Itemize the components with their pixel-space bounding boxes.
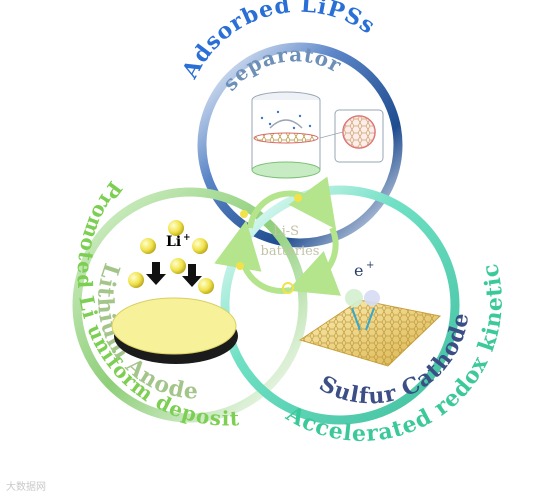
sulfur-cathode-illustration: e +: [298, 260, 442, 367]
down-arrow-icon: [182, 264, 202, 287]
li-ion-charge: +: [183, 233, 191, 243]
sulfur-dot: [240, 210, 248, 218]
down-arrow-icon: [146, 262, 166, 285]
catalysis-arrow-icon: [351, 307, 375, 331]
center-label-line2: batteries: [261, 244, 320, 259]
li-ion-ball: [128, 272, 144, 288]
li-ion-ball: [168, 220, 184, 236]
sulfur-dot: [236, 262, 244, 270]
cathode-ring: [220, 185, 460, 425]
li-ion-ball: [170, 258, 186, 274]
sulfur-gear-icon: [282, 282, 294, 294]
li-ion-ball: [192, 238, 208, 254]
sulfur-dot: [294, 194, 302, 202]
watermark: 大数据网: [6, 482, 46, 493]
top-arc-label: Adsorbed LiPSs: [177, 0, 381, 84]
lithium-anode-illustration: Li +: [111, 220, 238, 364]
anode-ring: [72, 187, 308, 423]
separator-label: separator: [218, 42, 346, 95]
li-ion-ball: [198, 278, 214, 294]
li-s-cycle: Li-S batteries: [214, 176, 342, 296]
li-ion-label: Li: [166, 234, 181, 250]
center-label-line1: Li-S: [273, 224, 299, 239]
separator-inset: [319, 109, 384, 163]
polysulfide-sphere: [364, 290, 380, 306]
polysulfide-sphere: [345, 289, 363, 307]
li-ion-ball: [140, 238, 156, 254]
separator-illustration: [251, 91, 321, 179]
separator-ring: [197, 42, 403, 248]
electron-label: e: [354, 261, 363, 280]
electron-charge: +: [366, 260, 374, 271]
